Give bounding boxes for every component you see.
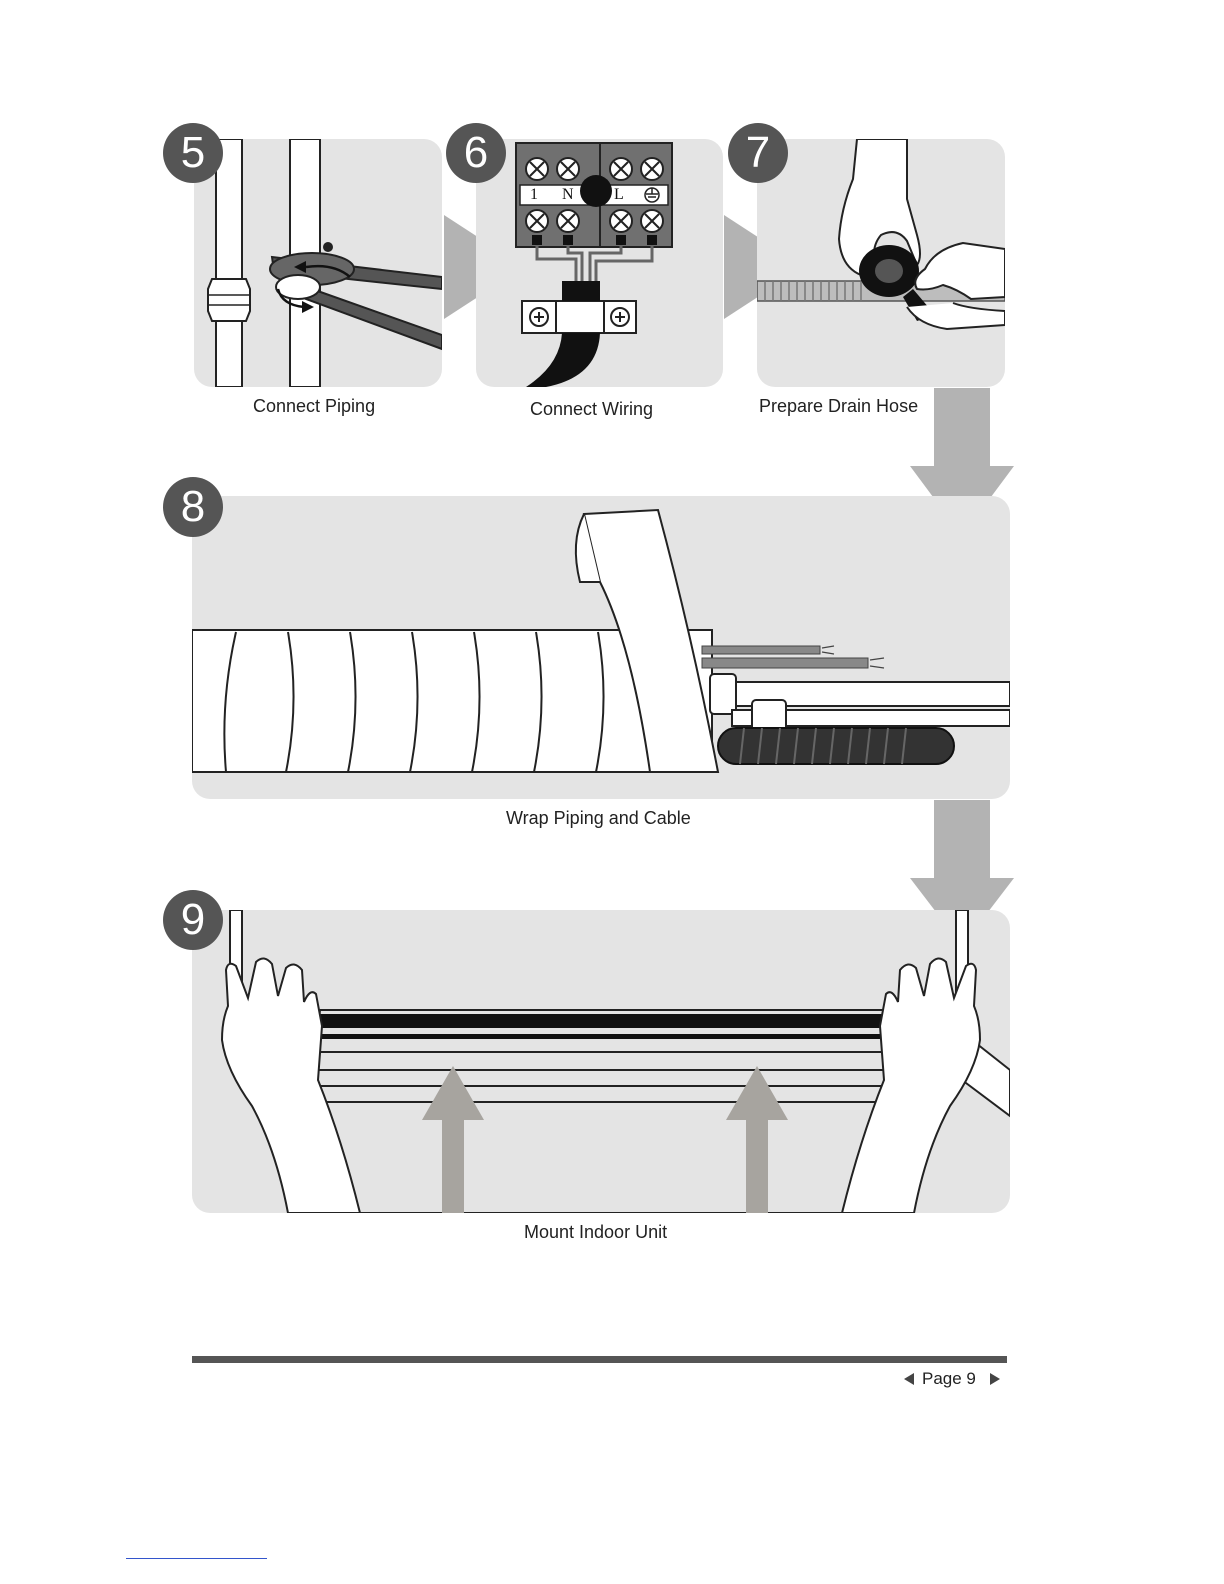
step-7-caption: Prepare Drain Hose xyxy=(759,396,918,417)
prepare-drain-hose-illustration xyxy=(757,139,1005,387)
connect-wiring-illustration xyxy=(476,139,723,387)
step-9-badge: 9 xyxy=(163,890,223,950)
page-navigator: Page 9 xyxy=(904,1368,1000,1390)
terminal-label-l: L xyxy=(614,186,624,204)
step-9-caption: Mount Indoor Unit xyxy=(524,1222,667,1243)
link-underline[interactable] xyxy=(126,1558,267,1559)
next-page-icon[interactable] xyxy=(990,1373,1000,1385)
step-5-badge: 5 xyxy=(163,123,223,183)
step-5-panel xyxy=(194,139,442,387)
step-8-badge: 8 xyxy=(163,477,223,537)
step-6-panel xyxy=(476,139,723,387)
step-6-badge: 6 xyxy=(446,123,506,183)
step-6-caption: Connect Wiring xyxy=(530,399,653,420)
step-7-badge: 7 xyxy=(728,123,788,183)
terminal-label-1: 1 xyxy=(530,186,538,204)
previous-page-icon[interactable] xyxy=(904,1373,914,1385)
terminal-label-n: N xyxy=(562,186,574,204)
step-7-panel xyxy=(757,139,1005,387)
footer-rule xyxy=(192,1356,1007,1363)
step-8-panel xyxy=(192,496,1010,799)
wrap-piping-illustration xyxy=(192,496,1010,799)
step-8-caption: Wrap Piping and Cable xyxy=(506,808,691,829)
connect-piping-illustration xyxy=(194,139,442,387)
step-9-panel xyxy=(192,910,1010,1213)
mount-indoor-unit-illustration xyxy=(192,910,1010,1213)
page-number: Page 9 xyxy=(922,1369,976,1389)
step-5-caption: Connect Piping xyxy=(253,396,375,417)
